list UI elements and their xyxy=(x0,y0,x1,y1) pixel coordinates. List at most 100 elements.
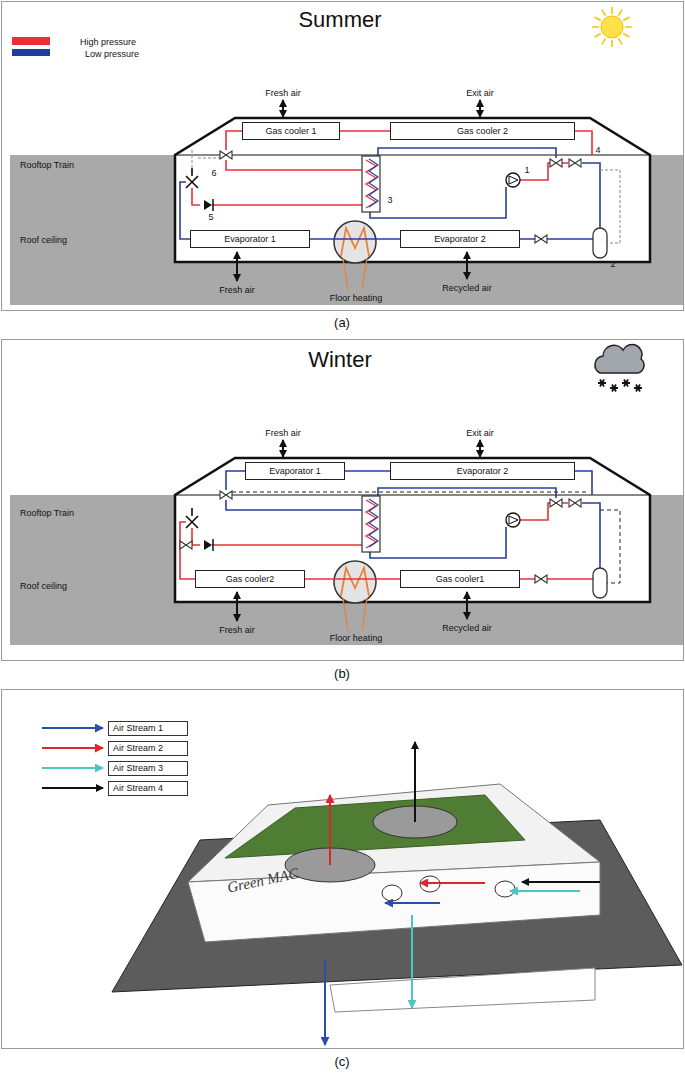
legend-label: Air Stream 1 xyxy=(108,721,188,736)
low-pressure-pipe xyxy=(378,148,556,158)
air-label: Exit air xyxy=(466,88,494,98)
legend-label: Low pressure xyxy=(85,49,139,59)
panel-frame xyxy=(2,340,684,661)
valve-symbol xyxy=(550,159,562,167)
expansion-valve xyxy=(186,168,198,188)
panel-title: Summer xyxy=(298,7,381,32)
callout-number: 3 xyxy=(387,195,392,205)
pipe-line xyxy=(345,470,390,472)
high-pressure-pipe xyxy=(226,131,242,150)
low-pressure-pipe xyxy=(575,471,592,495)
sun-icon xyxy=(601,16,623,38)
compressor xyxy=(506,513,520,527)
expansion-valve xyxy=(186,508,198,528)
component-box: Evaporator 1 xyxy=(245,462,345,480)
air-stream-arrow xyxy=(329,795,331,865)
valve-symbol xyxy=(535,575,547,583)
box-label: Gas cooler2 xyxy=(226,574,275,585)
legend-label: Air Stream 2 xyxy=(108,741,188,756)
expansion-valve xyxy=(186,168,198,188)
air-arrow xyxy=(282,440,284,457)
high-pressure-pipe xyxy=(212,204,362,206)
high-pressure-pipe xyxy=(192,131,592,205)
component-box: Evaporator 2 xyxy=(390,462,575,480)
air-arrow xyxy=(466,252,468,279)
valve-symbol xyxy=(535,235,547,243)
low-pressure-pipe xyxy=(582,163,600,228)
air-stream-arrow xyxy=(420,882,485,884)
floor-heating xyxy=(343,598,367,630)
heating-label: Floor heating xyxy=(330,633,383,643)
check-valve xyxy=(204,539,213,551)
hvac-unit xyxy=(382,885,402,901)
cloud-icon xyxy=(598,380,642,392)
air-arrow xyxy=(236,592,238,621)
air-label: Recycled air xyxy=(442,623,492,633)
high-pressure-pipe xyxy=(192,528,200,545)
callout-number: 5 xyxy=(208,212,213,222)
roof-unit-outline xyxy=(175,118,650,262)
check-valve xyxy=(212,539,214,551)
component-box: Gas cooler 2 xyxy=(390,122,575,140)
air-stream-arrow xyxy=(510,890,580,892)
low-pressure-pipe xyxy=(582,503,600,568)
air-stream-sample xyxy=(42,747,103,749)
air-label: Recycled air xyxy=(442,283,492,293)
compressor xyxy=(509,516,518,524)
roof-line xyxy=(175,495,650,496)
heat-exchanger xyxy=(369,159,378,207)
low-pressure-pipe xyxy=(180,182,190,239)
sun-icon xyxy=(592,7,632,47)
legend-label: Air Stream 4 xyxy=(108,781,188,796)
high-pressure-pipe xyxy=(226,160,362,170)
summer-panel xyxy=(10,100,683,305)
sun-icon xyxy=(592,7,632,47)
low-pressure-pipe xyxy=(180,148,600,239)
air-stream-sample xyxy=(42,728,103,788)
box-label: Evaporator 2 xyxy=(457,466,509,477)
check-valve xyxy=(204,199,213,211)
high-pressure-pipe xyxy=(575,131,592,155)
air-stream-arrow xyxy=(414,742,416,822)
air-stream-sample xyxy=(42,727,103,729)
valve-symbol xyxy=(180,541,192,549)
floor-heating xyxy=(334,561,376,603)
hvac-unit xyxy=(188,862,600,942)
component-box: Gas cooler 1 xyxy=(242,122,340,140)
roof-plane xyxy=(330,968,595,1012)
hvac-unit xyxy=(225,795,525,858)
air-stream-arrow xyxy=(324,960,326,1045)
receiver-vessel xyxy=(593,568,607,598)
floor-heating xyxy=(334,221,376,290)
panel-frame xyxy=(2,2,684,1049)
floor-heating xyxy=(343,258,367,290)
air-label: Fresh air xyxy=(265,88,301,98)
panel-caption: (c) xyxy=(334,1055,349,1070)
legend-label: Air Stream 3 xyxy=(108,761,188,776)
floor-heating xyxy=(334,221,376,263)
check-valve xyxy=(204,540,212,550)
air-stream-arrow xyxy=(325,742,600,1045)
check-valve xyxy=(212,199,214,211)
expansion-valve xyxy=(186,508,198,528)
zone-label: Roof ceiling xyxy=(20,581,67,591)
panel-caption: (b) xyxy=(334,667,350,682)
low-pressure-pipe xyxy=(370,527,506,558)
pipe-line xyxy=(340,130,390,132)
valve-symbol xyxy=(220,491,232,499)
compressor xyxy=(509,176,518,184)
box-label: Gas cooler 1 xyxy=(265,126,316,137)
legend-label: High pressure xyxy=(80,37,136,47)
air-label: Fresh air xyxy=(265,428,301,438)
air-stream-sample xyxy=(42,787,103,789)
valve-symbol xyxy=(569,499,581,507)
component-box: Gas cooler2 xyxy=(195,570,305,588)
control-line xyxy=(232,492,586,493)
low-pressure-pipe xyxy=(370,187,506,218)
panel-frame xyxy=(2,2,684,311)
box-label: Gas cooler1 xyxy=(436,574,485,585)
compressor xyxy=(506,173,520,187)
air-stream-sample xyxy=(42,767,103,769)
